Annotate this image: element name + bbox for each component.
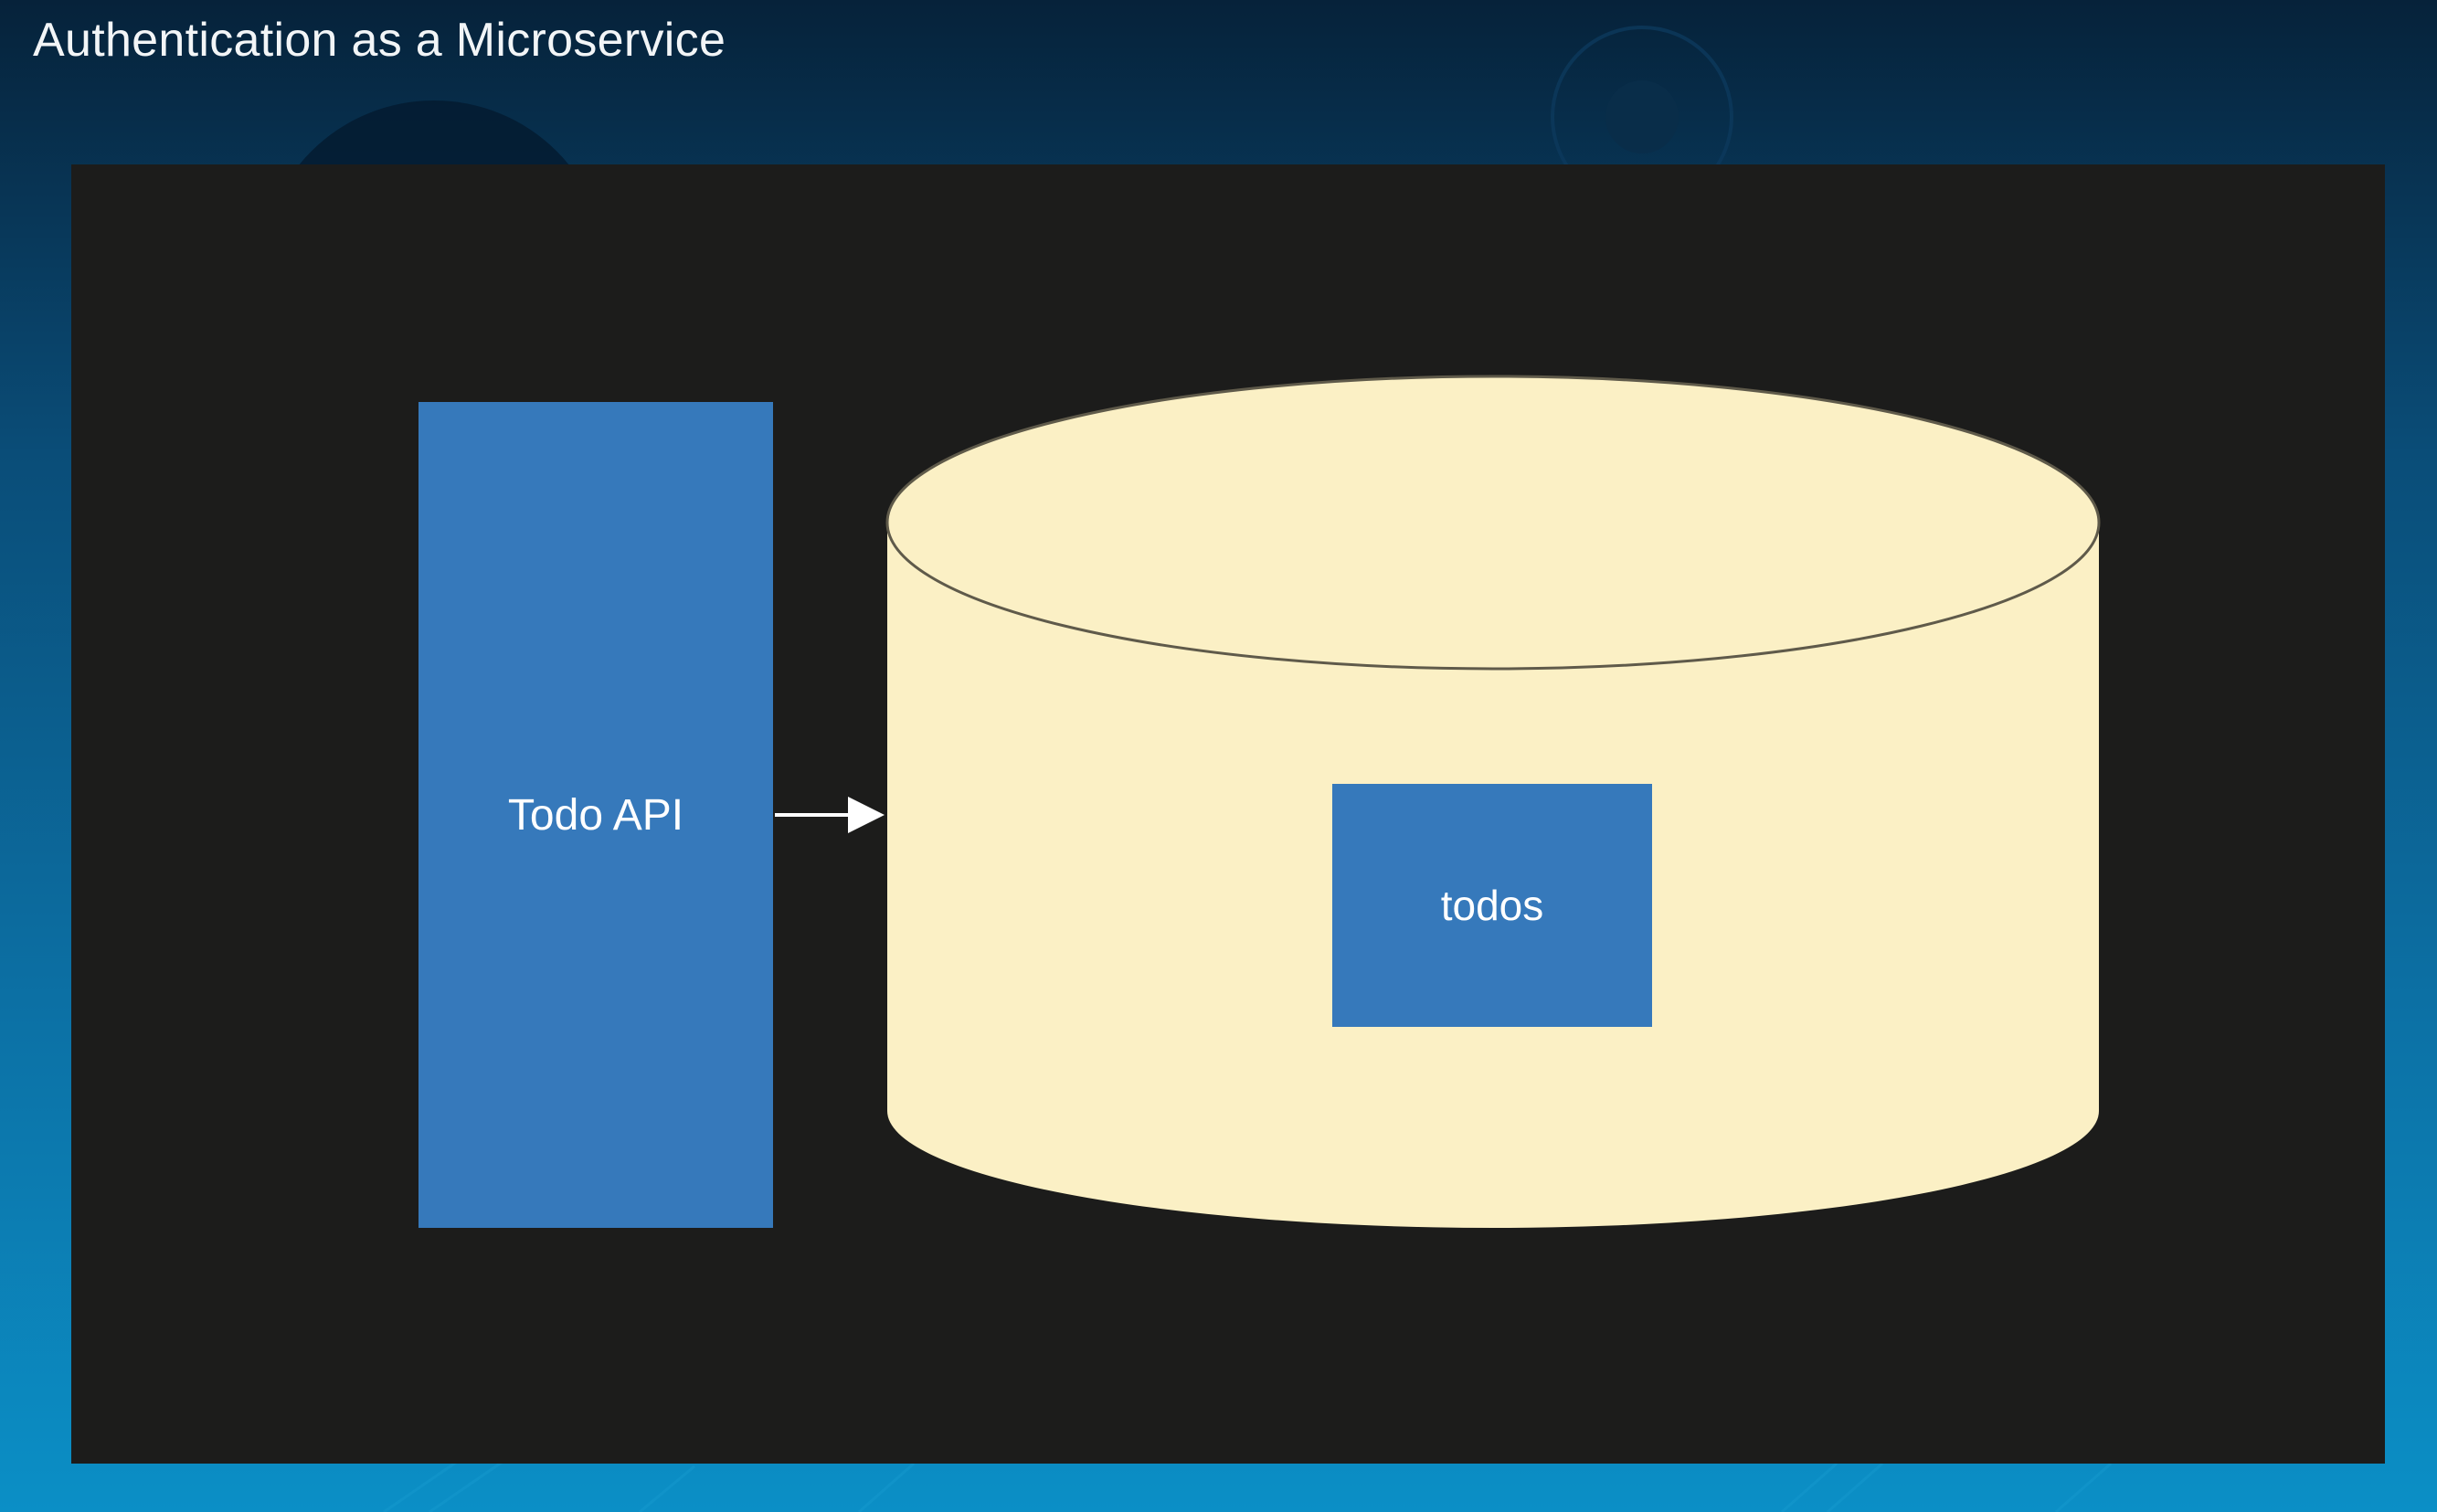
- todo-api-box: Todo API: [419, 402, 773, 1228]
- todos-collection-box: todos: [1332, 784, 1652, 1027]
- todo-api-label: Todo API: [507, 790, 684, 840]
- diagram-canvas: Todo API todos: [71, 164, 2385, 1464]
- slide-title: Authentication as a Microservice: [33, 14, 726, 67]
- background-dot: [1605, 80, 1679, 153]
- background-lines: [383, 1460, 2112, 1512]
- database-top: [885, 375, 2101, 671]
- todos-collection-label: todos: [1440, 882, 1544, 929]
